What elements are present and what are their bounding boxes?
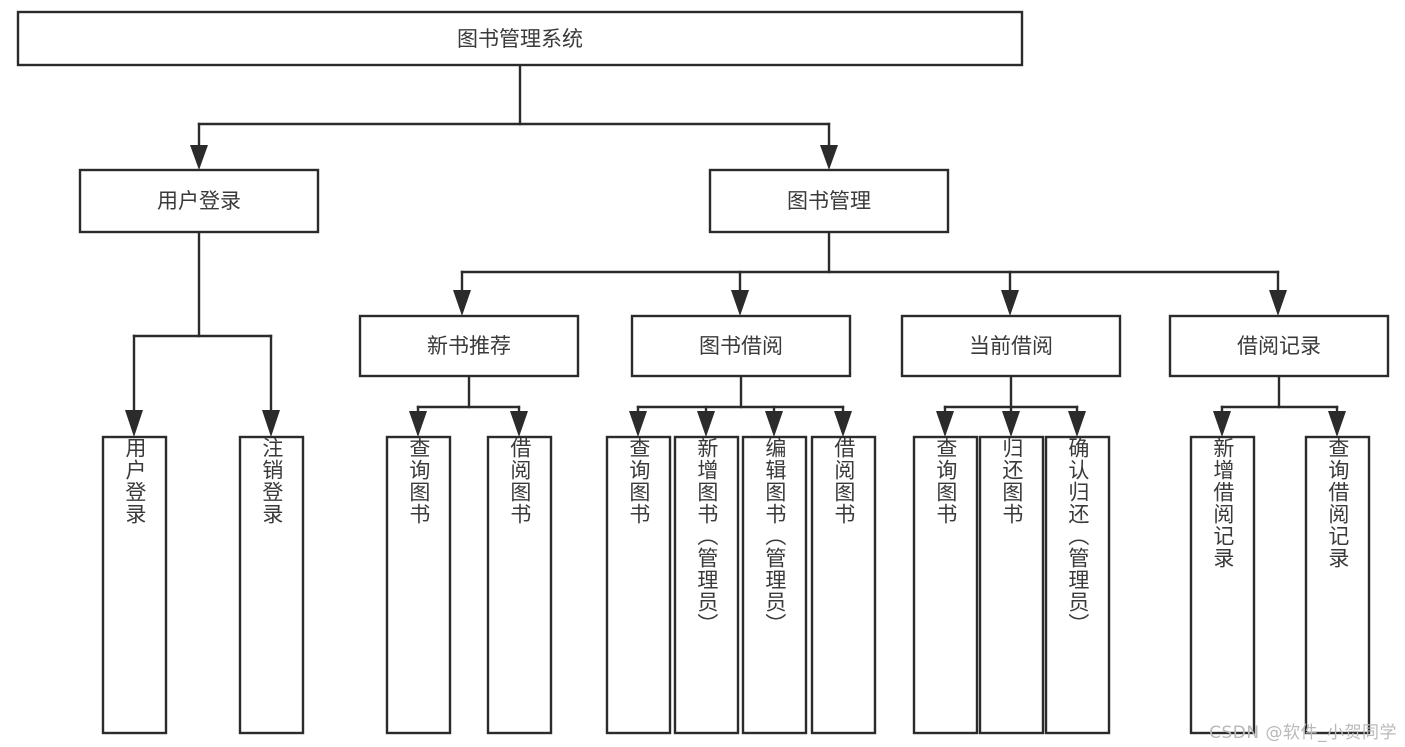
leaf-box-new-book-1[interactable] [385, 435, 452, 735]
arrow-book-mgmt-to-borrow [731, 290, 749, 316]
arrow-borrow-record-leaf-2 [1328, 411, 1346, 437]
node-borrow-record-label: 借阅记录 [1237, 334, 1321, 358]
node-book-management-label: 图书管理 [787, 189, 871, 213]
node-book-borrow-box[interactable] [630, 314, 852, 378]
node-user-login-box[interactable] [78, 168, 320, 234]
arrow-book-borrow-leaf-1 [629, 411, 647, 437]
connector-group-current-borrow [936, 374, 1086, 437]
leaf-box-new-book-2[interactable] [486, 435, 553, 735]
leaf-box-book-borrow-4[interactable] [810, 435, 877, 735]
csdn-watermark: CSDN @软件_小贺同学 [1209, 723, 1397, 743]
arrow-book-borrow-leaf-3 [765, 411, 783, 437]
node-book-management-box[interactable] [708, 168, 950, 234]
arrow-root-to-user-login [190, 145, 208, 170]
leaf-box-borrow-record-1[interactable] [1189, 435, 1256, 735]
leaf-box-borrow-record-2[interactable] [1304, 435, 1371, 735]
arrow-book-mgmt-to-current [1001, 290, 1019, 316]
connector-group-book-borrow [629, 374, 852, 437]
arrow-current-borrow-leaf-3 [1068, 411, 1086, 437]
arrow-current-borrow-leaf-2 [1002, 411, 1020, 437]
leaf-box-book-borrow-2[interactable] [673, 435, 740, 735]
leaf-box-book-borrow-1[interactable] [605, 435, 672, 735]
node-root-box[interactable] [16, 10, 1024, 67]
node-current-borrow[interactable]: 当前借阅 [900, 314, 1122, 378]
node-new-book-recommend-box[interactable] [358, 314, 580, 378]
node-book-management[interactable]: 图书管理 [708, 168, 950, 234]
node-book-borrow-label: 图书借阅 [699, 334, 783, 358]
node-borrow-record[interactable]: 借阅记录 [1168, 314, 1390, 378]
node-root[interactable]: 图书管理系统 [16, 10, 1024, 67]
node-new-book-recommend-label: 新书推荐 [427, 334, 511, 358]
arrow-new-book-leaf-2 [510, 411, 528, 437]
arrow-root-to-book-mgmt [820, 145, 838, 170]
node-user-login[interactable]: 用户登录 [78, 168, 320, 234]
leaf-box-current-borrow-1[interactable] [912, 435, 979, 735]
arrow-book-mgmt-to-new-book [453, 290, 471, 316]
arrow-current-borrow-leaf-1 [936, 411, 954, 437]
arrow-new-book-leaf-1 [409, 411, 427, 437]
node-current-borrow-box[interactable] [900, 314, 1122, 378]
arrow-book-borrow-leaf-4 [834, 411, 852, 437]
arrow-user-login-leaf-2 [262, 410, 280, 437]
leaf-box-user-login-2[interactable] [238, 435, 305, 735]
connector-group-book-mgmt [453, 230, 1287, 316]
arrow-user-login-leaf-1 [125, 410, 143, 437]
node-current-borrow-label: 当前借阅 [969, 334, 1053, 358]
node-new-book-recommend[interactable]: 新书推荐 [358, 314, 580, 378]
node-root-label: 图书管理系统 [457, 27, 583, 51]
node-book-borrow[interactable]: 图书借阅 [630, 314, 852, 378]
leaf-box-current-borrow-3[interactable] [1044, 435, 1111, 735]
arrow-borrow-record-leaf-1 [1213, 411, 1231, 437]
leaf-box-user-login-1[interactable] [101, 435, 168, 735]
connector-group-user-login [125, 230, 280, 437]
leaf-box-book-borrow-3[interactable] [741, 435, 808, 735]
connector-group-root [190, 63, 838, 170]
arrow-book-mgmt-to-record [1269, 290, 1287, 316]
connector-group-borrow-record [1213, 374, 1346, 437]
arrow-book-borrow-leaf-2 [697, 411, 715, 437]
node-user-login-label: 用户登录 [157, 189, 241, 213]
connector-group-new-book [409, 374, 528, 437]
node-borrow-record-box[interactable] [1168, 314, 1390, 378]
leaf-box-current-borrow-2[interactable] [978, 435, 1045, 735]
